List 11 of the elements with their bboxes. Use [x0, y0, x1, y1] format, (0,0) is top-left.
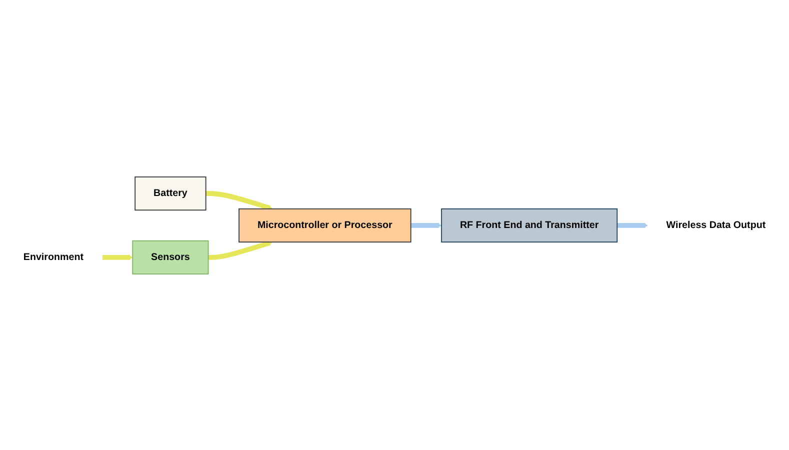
node-box: RF Front End and Transmitter [441, 208, 618, 242]
node-box: Battery [134, 176, 206, 210]
node-box: Sensors [132, 240, 209, 274]
arrow [208, 240, 273, 260]
arrow [102, 254, 133, 260]
node-text: Wireless Data Output [666, 219, 766, 230]
node-box: Microcontroller or Processor [238, 208, 412, 242]
arrow [206, 190, 273, 210]
arrow [617, 222, 648, 228]
arrow [410, 222, 442, 228]
node-text: Environment [23, 251, 84, 262]
